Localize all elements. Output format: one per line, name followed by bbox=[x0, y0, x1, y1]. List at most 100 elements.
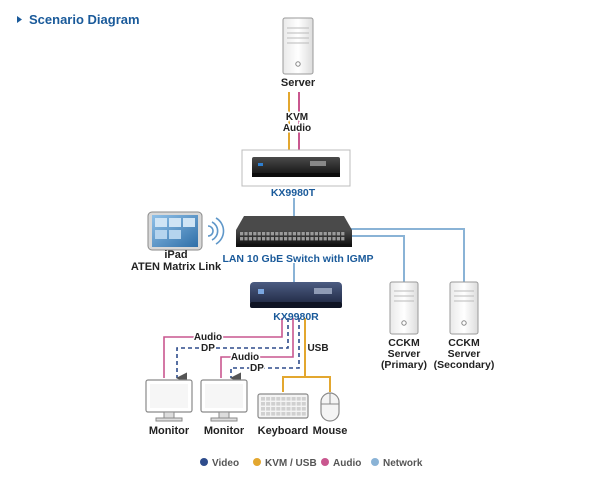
audio-label-monitor1: Audio bbox=[194, 332, 222, 343]
switch-port bbox=[332, 232, 336, 236]
keyboard-key bbox=[291, 397, 296, 401]
switch-port bbox=[323, 237, 327, 241]
keyboard-key bbox=[291, 402, 296, 406]
cckm-secondary-server bbox=[449, 281, 479, 335]
switch-port bbox=[297, 232, 301, 236]
switch-port bbox=[262, 232, 266, 236]
legend: Video KVM / USB Audio Network bbox=[200, 458, 423, 469]
section-header: Scenario Diagram bbox=[17, 12, 140, 27]
keyboard-key bbox=[286, 407, 291, 411]
legend-item-network: Network bbox=[371, 458, 423, 469]
switch-port bbox=[262, 237, 266, 241]
keyboard-key bbox=[291, 407, 296, 411]
switch-port bbox=[270, 232, 274, 236]
kx9980r-label: KX9980R bbox=[273, 311, 319, 323]
legend-dot-video bbox=[200, 458, 208, 466]
keyboard-key bbox=[301, 397, 306, 401]
switch-port bbox=[310, 237, 314, 241]
switch-port bbox=[248, 237, 252, 241]
switch-port bbox=[319, 237, 323, 241]
switch-port bbox=[275, 232, 279, 236]
switch-port bbox=[301, 237, 305, 241]
switch-port bbox=[341, 232, 345, 236]
cckm-primary-label-line2: Server bbox=[388, 348, 421, 360]
legend-item-video: Video bbox=[200, 458, 239, 469]
switch-port bbox=[240, 237, 244, 241]
cckm-secondary-label-line2: Server bbox=[448, 348, 481, 360]
legend-dot-network bbox=[371, 458, 379, 466]
switch-port bbox=[279, 237, 283, 241]
ipad-device bbox=[147, 211, 203, 251]
legend-item-audio: Audio bbox=[321, 458, 361, 469]
kx9980t-device bbox=[241, 149, 351, 187]
cckm-primary-label-line3: (Primary) bbox=[381, 359, 427, 371]
connection-lines bbox=[163, 92, 465, 392]
keyboard-key bbox=[286, 412, 291, 416]
server-tower bbox=[282, 17, 314, 75]
dp-label-monitor1: DP bbox=[201, 343, 215, 354]
keyboard-key bbox=[261, 407, 265, 411]
legend-label-audio: Audio bbox=[333, 458, 361, 469]
switch-port bbox=[257, 232, 261, 236]
audio-link-monitor2 bbox=[220, 318, 294, 378]
keyboard-key bbox=[266, 397, 271, 401]
switch-port bbox=[292, 232, 296, 236]
page-title: Scenario Diagram bbox=[29, 12, 140, 27]
keyboard-key bbox=[276, 407, 281, 411]
wifi-icon bbox=[207, 217, 225, 245]
keyboard-key bbox=[301, 412, 306, 416]
switch-port bbox=[288, 232, 292, 236]
server-label: Server bbox=[281, 77, 316, 89]
keyboard-key bbox=[291, 412, 296, 416]
legend-item-kvm-usb: KVM / USB bbox=[253, 458, 317, 469]
switch-port bbox=[240, 232, 244, 236]
ipad-app-label: ATEN Matrix Link bbox=[131, 261, 222, 273]
ipad-label: iPad bbox=[164, 249, 187, 261]
switch-port bbox=[310, 232, 314, 236]
switch-port bbox=[284, 232, 288, 236]
network-switch bbox=[236, 216, 352, 247]
keyboard-key bbox=[276, 402, 281, 406]
switch-port bbox=[314, 232, 318, 236]
cckm-primary-server bbox=[389, 281, 419, 335]
switch-port bbox=[284, 237, 288, 241]
dp-label-monitor2: DP bbox=[250, 363, 264, 374]
kvm-label: KVM bbox=[286, 112, 308, 123]
keyboard-key bbox=[261, 402, 265, 406]
switch-port bbox=[266, 232, 270, 236]
keyboard-key bbox=[281, 412, 286, 416]
keyboard-key bbox=[276, 412, 281, 416]
dp-link-monitor1 bbox=[175, 318, 289, 384]
keyboard-label: Keyboard bbox=[258, 425, 309, 437]
cckm-primary-label-line1: CCKM bbox=[388, 337, 420, 349]
legend-dot-audio bbox=[321, 458, 329, 466]
usb-label: USB bbox=[307, 343, 328, 354]
legend-label-kvm-usb: KVM / USB bbox=[265, 458, 317, 469]
switch-port bbox=[328, 232, 332, 236]
legend-label-video: Video bbox=[212, 458, 239, 469]
keyboard-icon bbox=[257, 393, 309, 419]
keyboard-key bbox=[296, 407, 301, 411]
network-link-cckm-secondary bbox=[350, 228, 465, 282]
switch-port bbox=[257, 237, 261, 241]
triangle-bullet-icon bbox=[17, 16, 22, 23]
audio-label-monitor2: Audio bbox=[231, 352, 259, 363]
keyboard-key bbox=[266, 407, 271, 411]
switch-port bbox=[279, 232, 283, 236]
switch-port bbox=[336, 232, 340, 236]
switch-port bbox=[266, 237, 270, 241]
switch-port bbox=[336, 237, 340, 241]
switch-port bbox=[319, 232, 323, 236]
switch-port bbox=[332, 237, 336, 241]
keyboard-key bbox=[286, 402, 291, 406]
switch-port bbox=[297, 237, 301, 241]
switch-port bbox=[248, 232, 252, 236]
keyboard-key bbox=[296, 397, 301, 401]
keyboard-key bbox=[281, 402, 286, 406]
network-link-cckm-primary bbox=[350, 235, 405, 282]
switch-port bbox=[253, 237, 257, 241]
kx9980r-device bbox=[250, 282, 342, 308]
keyboard-key bbox=[271, 412, 276, 416]
mouse-icon bbox=[320, 392, 340, 422]
keyboard-key bbox=[281, 407, 286, 411]
